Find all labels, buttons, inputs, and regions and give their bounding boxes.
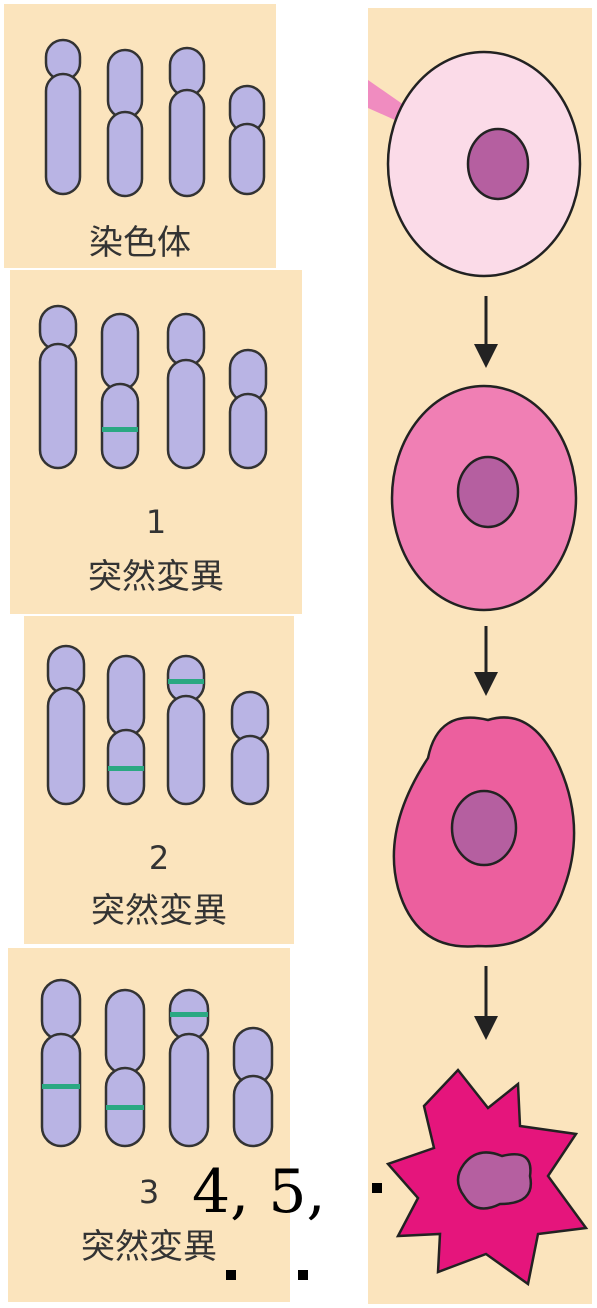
chromosome-icon: [230, 124, 264, 194]
chromosome-icon: [106, 990, 144, 1074]
chromosome-icon: [170, 1034, 208, 1146]
panel-label: 突然変異: [24, 894, 294, 928]
mutation-band-icon: [102, 427, 138, 432]
nucleus-icon: [458, 1152, 531, 1208]
chromosome-icon: [168, 696, 204, 804]
panel-number: 1: [10, 506, 302, 538]
overlay-dot: [226, 1270, 236, 1280]
panel-label: 染色体: [4, 226, 276, 260]
overlay-dot: [372, 1183, 382, 1193]
mutation-band-icon: [42, 1084, 80, 1089]
chromosome-icon: [234, 1076, 272, 1146]
nucleus-icon: [458, 457, 518, 527]
chromosome-icon: [232, 692, 268, 742]
down-arrow-icon: [474, 966, 498, 1040]
chromosome-panel-mutation-1: 1 突然変異: [10, 270, 302, 614]
chromosome-icon: [102, 384, 138, 468]
chromosome-icon: [108, 50, 142, 118]
chromosome-icon: [46, 74, 80, 194]
mutation-band-icon: [168, 679, 204, 684]
chromosome-icon: [48, 688, 84, 804]
chromosome-panel-mutation-2: 2 突然変異: [24, 616, 294, 944]
nucleus-icon: [468, 129, 528, 199]
chromosome-icon: [108, 656, 144, 736]
chromosome-icon: [170, 90, 204, 196]
cell-progression-diagram: [368, 8, 592, 1304]
panel-label: 突然変異: [8, 1230, 290, 1264]
chromosome-icon: [230, 394, 266, 468]
chromosome-panel-mutation-3: 3 突然変異: [8, 948, 290, 1302]
mutation-band-icon: [106, 1105, 144, 1110]
panel-label: 突然変異: [10, 560, 302, 594]
mutation-band-icon: [170, 1012, 208, 1017]
chromosome-panel-normal: 染色体: [4, 4, 276, 268]
nucleus-icon: [452, 791, 516, 865]
panel-number: 3: [134, 1176, 164, 1208]
chromosome-icon: [168, 360, 204, 468]
down-arrow-icon: [474, 626, 498, 696]
cell-progression-panel: [368, 8, 592, 1304]
chromosome-icon: [40, 344, 76, 468]
mutation-band-icon: [108, 766, 144, 771]
chromosome-icon: [168, 314, 204, 366]
chromosome-icon: [42, 1034, 80, 1146]
chromosome-icon: [232, 736, 268, 804]
down-arrow-icon: [474, 296, 498, 368]
panel-number: 2: [24, 842, 294, 874]
chromosome-icon: [108, 112, 142, 196]
overlay-text: 4, 5,: [192, 1162, 326, 1222]
chromosome-icon: [42, 980, 80, 1040]
overlay-dot: [298, 1270, 308, 1280]
chromosome-icon: [102, 314, 138, 390]
